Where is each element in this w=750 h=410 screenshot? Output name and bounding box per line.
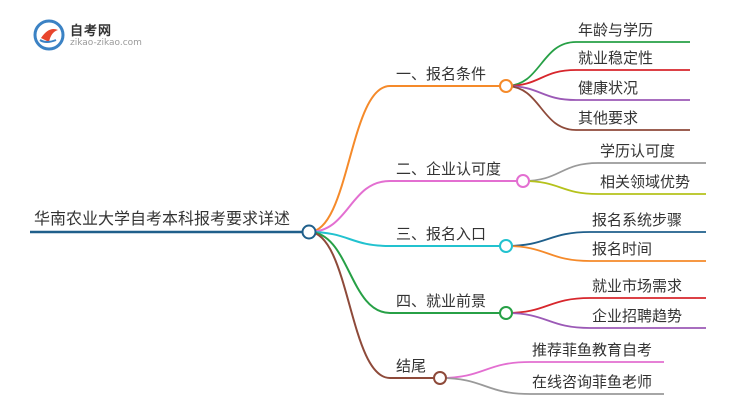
branch-node-circle-4 <box>433 371 447 385</box>
branch-label-2: 三、报名入口 <box>396 225 486 243</box>
branch-node-circle-0 <box>499 79 513 93</box>
leaf-link-1-0 <box>522 162 599 182</box>
branch-node-circle-1 <box>516 174 530 188</box>
leaf-label-3-1: 企业招聘趋势 <box>592 307 682 325</box>
leaf-label-0-2: 健康状况 <box>578 79 638 97</box>
branch-link-4 <box>308 231 391 379</box>
branch-link-2 <box>308 231 391 247</box>
leaf-link-0-3 <box>505 85 577 131</box>
branch-label-1: 二、企业认可度 <box>396 160 501 178</box>
leaf-label-0-0: 年龄与学历 <box>578 21 653 39</box>
root-label: 华南农业大学自考本科报考要求详述 <box>34 209 290 228</box>
leaf-label-1-0: 学历认可度 <box>600 142 675 160</box>
leaf-label-4-0: 推荐菲鱼教育自考 <box>532 341 652 359</box>
branch-label-0: 一、报名条件 <box>396 65 486 83</box>
leaf-link-0-0 <box>505 41 577 87</box>
branch-link-3 <box>308 231 391 314</box>
leaf-label-1-1: 相关领域优势 <box>600 173 690 191</box>
leaf-label-0-3: 其他要求 <box>578 109 638 127</box>
leaf-link-4-1 <box>439 377 531 395</box>
site-logo[interactable]: 自考网 zikao-zikao.com <box>32 18 182 58</box>
leaf-label-2-1: 报名时间 <box>592 240 652 258</box>
branch-node-circle-3 <box>499 306 513 320</box>
leaf-link-1-1 <box>522 180 599 195</box>
leaf-link-3-0 <box>505 297 591 314</box>
logo-mark-icon <box>33 19 65 51</box>
leaf-label-3-0: 就业市场需求 <box>592 277 682 295</box>
logo-title: 自考网 <box>70 24 113 39</box>
leaf-label-4-1: 在线咨询菲鱼老师 <box>532 373 652 391</box>
leaf-link-2-1 <box>505 245 591 262</box>
root-node-circle <box>301 224 317 240</box>
branch-link-0 <box>308 85 391 233</box>
branch-label-3: 四、就业前景 <box>396 292 486 310</box>
branch-link-1 <box>308 180 391 233</box>
leaf-link-2-0 <box>505 231 591 247</box>
leaf-label-0-1: 就业稳定性 <box>578 49 653 67</box>
branch-label-4: 结尾 <box>396 357 426 375</box>
logo-url: zikao-zikao.com <box>70 38 142 48</box>
leaf-link-3-1 <box>505 312 591 329</box>
leaf-link-4-0 <box>439 361 531 379</box>
branch-node-circle-2 <box>499 239 513 253</box>
leaf-label-2-0: 报名系统步骤 <box>592 211 682 229</box>
